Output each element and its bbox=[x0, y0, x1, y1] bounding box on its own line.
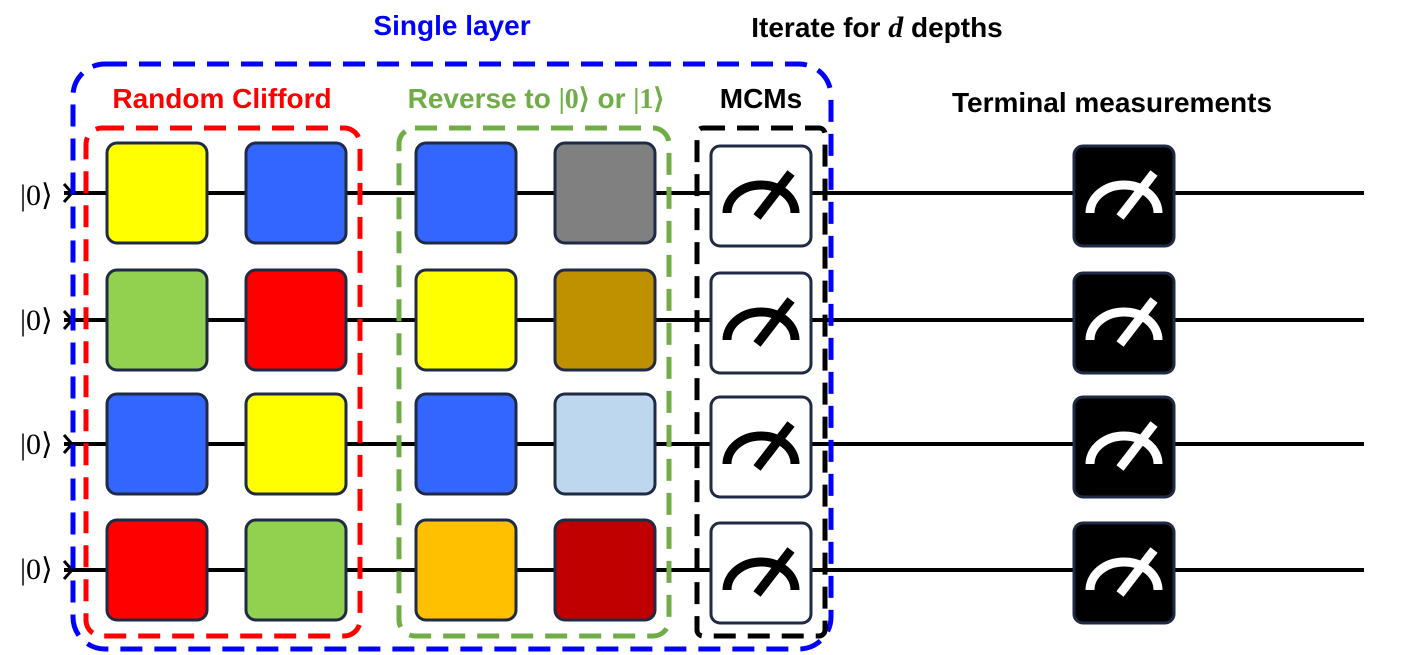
mcm-meter-box bbox=[709, 521, 813, 625]
mcm-meter bbox=[709, 395, 813, 499]
mcm-meter bbox=[709, 271, 813, 375]
mcm-meter bbox=[709, 144, 813, 248]
random-clifford-title: Random Clifford bbox=[112, 83, 331, 114]
gate-block bbox=[244, 268, 348, 372]
qubit-label: |0⟩ bbox=[20, 179, 53, 212]
reverse-title: Reverse to |0⟩ or |1⟩ bbox=[408, 83, 665, 115]
iterate-suffix: depths bbox=[903, 12, 1003, 43]
iterate-variable: d bbox=[888, 11, 904, 44]
reverse-ket1: |1⟩ bbox=[633, 84, 664, 115]
meter-arc-icon bbox=[1085, 180, 1163, 214]
mcm-meter bbox=[709, 521, 813, 625]
meter-needle-icon bbox=[753, 547, 795, 597]
meter-arc-icon bbox=[1085, 431, 1163, 465]
meter-needle-icon bbox=[753, 421, 795, 471]
random-clifford-box bbox=[83, 125, 363, 639]
mcm-box bbox=[694, 125, 828, 639]
terminal-title: Terminal measurements bbox=[952, 87, 1272, 118]
single-layer-box bbox=[70, 61, 834, 652]
gate-block bbox=[414, 268, 518, 372]
terminal-meter-box bbox=[1072, 271, 1176, 375]
gate-blocks bbox=[105, 141, 657, 622]
iterate-title: Iterate for d depths bbox=[751, 11, 1003, 44]
single-layer-title: Single layer bbox=[373, 10, 530, 41]
gate-block bbox=[105, 518, 209, 622]
gate-block bbox=[105, 268, 209, 372]
meter-needle-icon bbox=[1116, 547, 1158, 597]
mcms-title: MCMs bbox=[720, 83, 802, 114]
meter-arc-icon bbox=[722, 557, 800, 591]
gate-block bbox=[244, 392, 348, 496]
meter-needle-icon bbox=[753, 297, 795, 347]
meter-arc-icon bbox=[722, 180, 800, 214]
reverse-prefix: Reverse to bbox=[408, 83, 559, 114]
grouping-boxes bbox=[70, 61, 834, 652]
terminal-meter-box bbox=[1072, 395, 1176, 499]
meter-arc-icon bbox=[1085, 307, 1163, 341]
gate-block bbox=[414, 141, 518, 245]
meter-needle-icon bbox=[1116, 170, 1158, 220]
gate-block bbox=[553, 392, 657, 496]
meter-arc-icon bbox=[722, 307, 800, 341]
terminal-meter bbox=[1072, 271, 1176, 375]
meter-needle-icon bbox=[753, 170, 795, 220]
terminal-meter-box bbox=[1072, 144, 1176, 248]
terminal-measurements bbox=[1072, 144, 1176, 625]
mid-circuit-measurements bbox=[709, 144, 813, 625]
terminal-meter bbox=[1072, 144, 1176, 248]
gate-block bbox=[105, 392, 209, 496]
mcm-meter-box bbox=[709, 395, 813, 499]
meter-arc-icon bbox=[1085, 557, 1163, 591]
qubit-label: |0⟩ bbox=[20, 428, 53, 461]
terminal-meter bbox=[1072, 395, 1176, 499]
mcm-meter-box bbox=[709, 144, 813, 248]
gate-block bbox=[414, 392, 518, 496]
qubit-label: |0⟩ bbox=[20, 553, 53, 586]
gate-block bbox=[553, 268, 657, 372]
wire-start-tick bbox=[62, 560, 75, 580]
gate-block bbox=[105, 141, 209, 245]
terminal-meter-box bbox=[1072, 521, 1176, 625]
gate-block bbox=[553, 141, 657, 245]
wire-start-tick bbox=[62, 434, 75, 454]
mcm-meter-box bbox=[709, 271, 813, 375]
terminal-meter bbox=[1072, 521, 1176, 625]
reverse-ket0: |0⟩ bbox=[559, 84, 590, 115]
meter-needle-icon bbox=[1116, 297, 1158, 347]
iterate-prefix: Iterate for bbox=[751, 12, 888, 43]
gate-block bbox=[414, 518, 518, 622]
gate-block bbox=[244, 518, 348, 622]
reverse-or: or bbox=[590, 83, 634, 114]
meter-arc-icon bbox=[722, 431, 800, 465]
qubit-label: |0⟩ bbox=[20, 304, 53, 337]
reverse-box bbox=[396, 125, 672, 639]
gate-block bbox=[244, 141, 348, 245]
meter-needle-icon bbox=[1116, 421, 1158, 471]
gate-block bbox=[553, 518, 657, 622]
